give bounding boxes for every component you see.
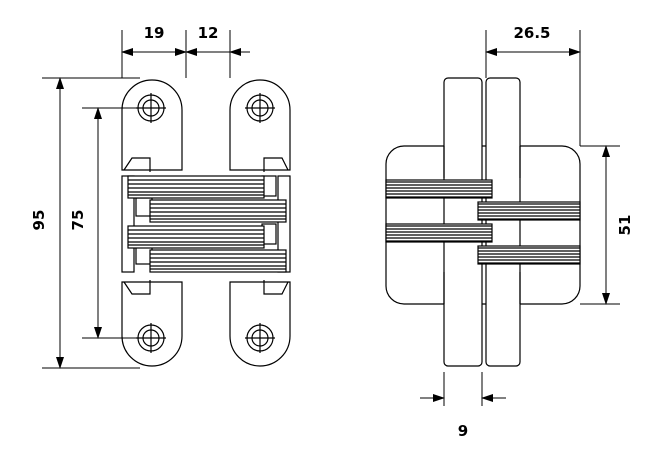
right-leaf-upper (229, 79, 291, 171)
side-leaf-left (443, 77, 483, 367)
side-view (385, 77, 581, 367)
mounting-hole-icon (245, 93, 275, 123)
side-leaf-right (485, 77, 521, 367)
side-link-upper-right (477, 201, 581, 221)
hinge-link-middle (149, 199, 287, 223)
dim-overall-height: 95 (30, 210, 48, 231)
left-leaf-lower (121, 281, 183, 367)
hinge-link-lower (149, 249, 287, 273)
dim-body-height: 51 (616, 215, 634, 236)
dim-hole-offset: 12 (198, 24, 219, 42)
front-view-dimensions (42, 30, 250, 369)
dim-leaf-thickness: 9 (458, 422, 468, 440)
mounting-hole-icon (136, 93, 166, 123)
side-link-lower-left (385, 223, 493, 243)
hinge-link-middle-2 (127, 225, 265, 249)
dim-overall-depth: 26.5 (513, 24, 550, 42)
side-link-upper-left (385, 179, 493, 199)
hinge-link-upper (127, 175, 265, 199)
dim-leaf-width: 19 (144, 24, 165, 42)
left-leaf-upper (121, 79, 183, 171)
front-view (121, 79, 291, 367)
side-link-lower-right (477, 245, 581, 265)
dim-hole-spacing: 75 (69, 210, 87, 231)
side-view-dimensions (420, 30, 620, 406)
mounting-hole-icon (245, 323, 275, 353)
